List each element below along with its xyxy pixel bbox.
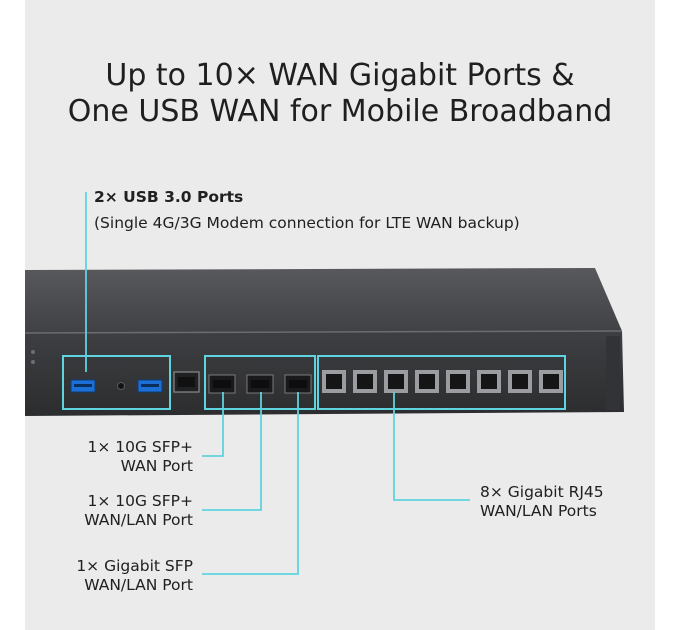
gigabit-sfp-callout-line-1: 1× Gigabit SFP bbox=[76, 557, 193, 575]
led-icon bbox=[31, 350, 35, 354]
rj45-callout-line-1: 8× Gigabit RJ45 bbox=[480, 483, 604, 501]
gigabit-sfp-callout-line-2: WAN/LAN Port bbox=[84, 576, 193, 594]
usb-callout-title: 2× USB 3.0 Ports bbox=[94, 188, 244, 206]
router-device bbox=[24, 268, 624, 416]
rj45-callout-line-2: WAN/LAN Ports bbox=[480, 502, 597, 520]
rj45-highlight-box bbox=[317, 355, 566, 410]
led-icon bbox=[31, 360, 35, 364]
headline-line-1: Up to 10× WAN Gigabit Ports & bbox=[105, 58, 575, 93]
gigabit-sfp-leader-line bbox=[202, 392, 299, 575]
headline-line-2: One USB WAN for Mobile Broadband bbox=[67, 94, 613, 129]
reset-button-icon bbox=[117, 382, 125, 390]
sfp-wanlan-callout-line-1: 1× 10G SFP+ bbox=[87, 492, 193, 510]
sfp-wanlan-callout-line-2: WAN/LAN Port bbox=[84, 511, 193, 529]
sfp-wan-leader-line bbox=[202, 392, 224, 457]
router-right-bracket bbox=[606, 336, 620, 410]
leader-lines bbox=[85, 192, 470, 575]
sfp-wanlan-leader-line bbox=[202, 392, 262, 511]
router-top-surface bbox=[25, 268, 622, 333]
usb-highlight-box bbox=[62, 355, 171, 410]
sfp-wan-callout-line-1: 1× 10G SFP+ bbox=[87, 438, 193, 456]
sfp-wan-callout-line-2: WAN Port bbox=[120, 457, 193, 475]
rj45-port-group bbox=[322, 370, 563, 393]
sfp-highlight-box bbox=[204, 355, 316, 410]
usb-callout-detail: (Single 4G/3G Modem connection for LTE W… bbox=[94, 214, 520, 232]
rj45-leader-line bbox=[393, 392, 470, 501]
port-highlights bbox=[62, 355, 566, 410]
